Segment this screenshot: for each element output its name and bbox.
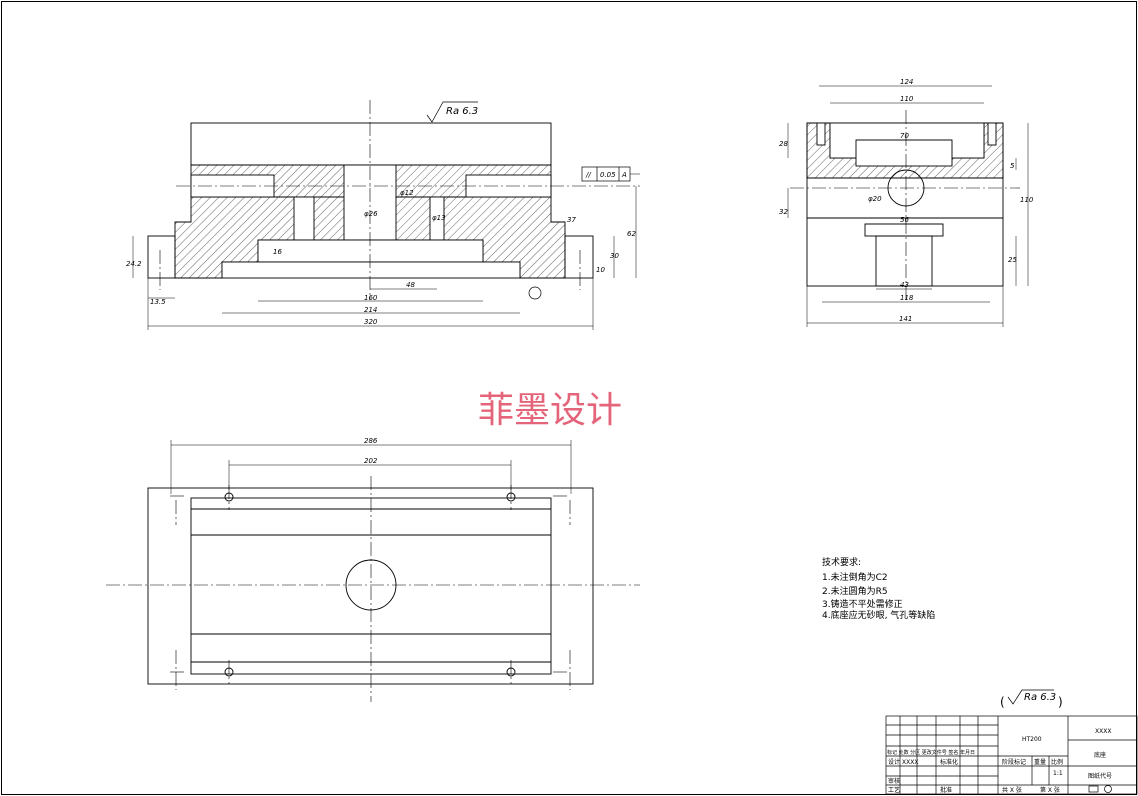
svg-text:共 X 张: 共 X 张 — [1002, 786, 1022, 794]
material: HT200 — [1022, 736, 1042, 743]
svg-text:比例: 比例 — [1051, 758, 1063, 766]
svg-text:160: 160 — [364, 294, 378, 302]
side-view-texts: 124 110 70 28 5 110 φ20 32 56 25 43 118 … — [779, 78, 1034, 323]
svg-text:批准: 批准 — [940, 786, 952, 794]
front-view-texts: Ra 6.3 // 0.05 A φ12 φ26 φ13 16 37 62 30… — [126, 106, 636, 326]
svg-text:XXXX: XXXX — [902, 759, 918, 766]
side-view — [787, 85, 1029, 327]
svg-text:70: 70 — [900, 132, 909, 140]
svg-text:286: 286 — [364, 437, 378, 445]
svg-text:第 X 张: 第 X 张 — [1040, 786, 1060, 794]
svg-text:110: 110 — [900, 95, 914, 103]
front-view — [132, 100, 640, 330]
svg-text:62: 62 — [627, 230, 636, 238]
svg-text:118: 118 — [900, 294, 914, 302]
tech-requirements-title: 技术要求: — [822, 556, 861, 568]
svg-text:320: 320 — [364, 318, 378, 326]
svg-text:37: 37 — [567, 216, 576, 224]
svg-text:Ra 6.3: Ra 6.3 — [446, 106, 478, 117]
svg-text:5: 5 — [1010, 162, 1015, 170]
svg-text:1:1: 1:1 — [1053, 770, 1063, 777]
svg-text:10: 10 — [596, 266, 605, 274]
svg-text:标记 处数 分区 更改文件号 签名 年月日: 标记 处数 分区 更改文件号 签名 年月日 — [887, 749, 975, 756]
svg-text:214: 214 — [364, 306, 377, 314]
svg-text:56: 56 — [900, 216, 909, 224]
svg-text:25: 25 — [1008, 256, 1017, 264]
svg-text:工艺: 工艺 — [888, 786, 900, 794]
svg-text:): ) — [1058, 695, 1063, 709]
svg-text:48: 48 — [406, 281, 415, 289]
tech-item: 4.底座应无砂眼, 气孔等缺陷 — [822, 609, 935, 621]
tech-item: 2.未注圆角为R5 — [822, 585, 888, 597]
svg-text:124: 124 — [900, 78, 913, 86]
svg-text:A: A — [621, 171, 627, 179]
drawing-no: 图纸代号 — [1088, 772, 1112, 780]
svg-text:重量: 重量 — [1034, 758, 1046, 766]
svg-text:φ26: φ26 — [364, 210, 378, 218]
svg-text:设计: 设计 — [888, 758, 900, 766]
svg-text://: // — [585, 171, 591, 179]
tech-item: 3.铸造不平处需修正 — [822, 598, 903, 610]
svg-text:阶段标记: 阶段标记 — [1002, 758, 1026, 766]
svg-text:24.2: 24.2 — [126, 260, 142, 268]
tech-item: 1.未注倒角为C2 — [822, 571, 888, 583]
svg-text:43: 43 — [900, 281, 909, 289]
svg-text:141: 141 — [899, 315, 912, 323]
svg-text:32: 32 — [779, 208, 788, 216]
svg-text:φ20: φ20 — [868, 195, 882, 203]
svg-text:30: 30 — [610, 252, 619, 260]
top-view-texts: 286 202 — [364, 437, 378, 465]
company: XXXX — [1095, 728, 1111, 735]
general-roughness: ( Ra 6.3 ) — [1000, 689, 1063, 709]
svg-text:28: 28 — [779, 140, 788, 148]
svg-text:110: 110 — [1020, 196, 1034, 204]
svg-text:标准化: 标准化 — [940, 758, 958, 766]
svg-text:13.5: 13.5 — [150, 298, 166, 306]
svg-text:0.05: 0.05 — [600, 171, 616, 179]
title-block-texts: HT200 XXXX 底座 图纸代号 标记 处数 分区 更改文件号 签名 年月日… — [887, 728, 1112, 794]
part-name: 底座 — [1094, 751, 1106, 759]
svg-text:φ12: φ12 — [400, 189, 414, 197]
svg-text:202: 202 — [364, 457, 378, 465]
svg-text:(: ( — [1000, 695, 1005, 709]
tech-requirements: 技术要求: 1.未注倒角为C2 2.未注圆角为R5 3.铸造不平处需修正 4.底… — [822, 556, 935, 621]
svg-text:φ13: φ13 — [432, 214, 446, 222]
top-view — [106, 440, 640, 702]
title-block — [885, 715, 1138, 795]
svg-text:16: 16 — [273, 248, 282, 256]
watermark: 菲墨设计 — [478, 390, 622, 431]
svg-text:Ra 6.3: Ra 6.3 — [1024, 692, 1056, 703]
svg-text:审核: 审核 — [888, 777, 900, 785]
